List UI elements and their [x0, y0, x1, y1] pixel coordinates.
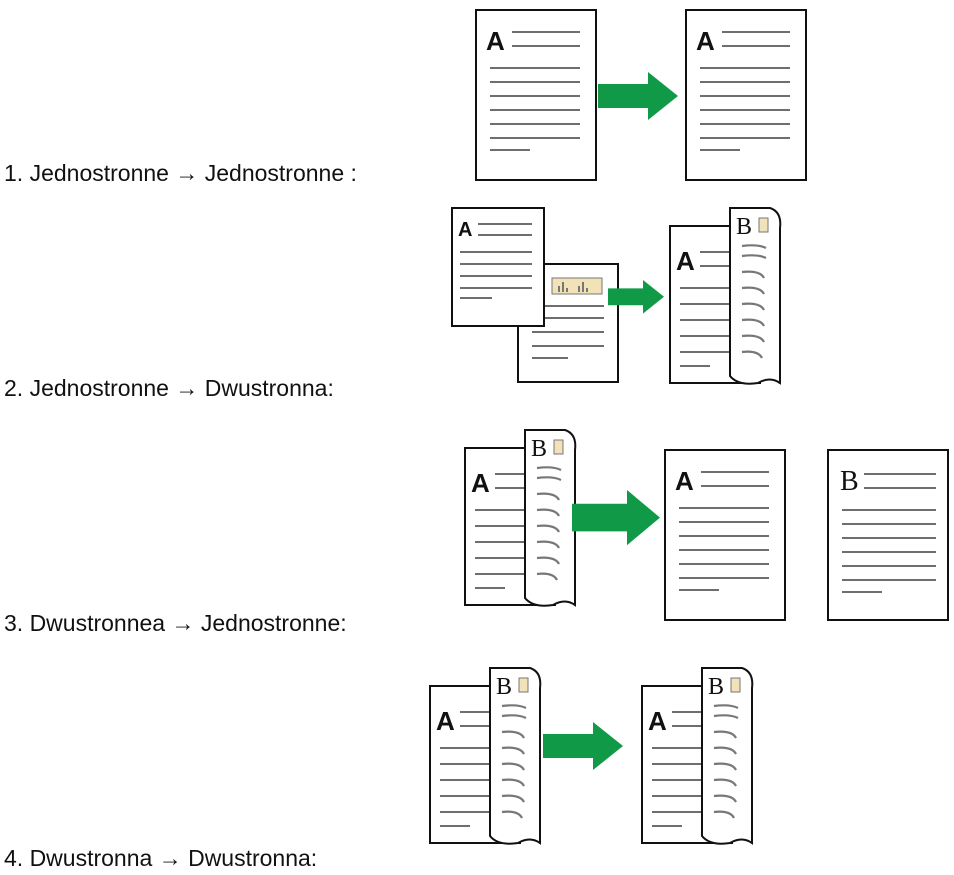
double-sided-page-icon	[463, 428, 577, 607]
arrow-right-icon	[572, 490, 660, 546]
single-sided-page-icon	[664, 449, 786, 621]
step-1-label: 1. Jednostronne → Jednostronne :	[4, 160, 357, 186]
two-pages-icon	[451, 207, 619, 383]
step-3-label: 3. Dwustronnea → Jednostronne:	[4, 610, 347, 636]
step-2-label: 2. Jednostronne → Dwustronna:	[4, 375, 334, 401]
double-sided-page-icon	[640, 666, 754, 845]
arrow-right-icon	[543, 722, 623, 770]
double-sided-page-icon	[428, 666, 542, 845]
single-sided-page-icon	[685, 9, 807, 181]
single-sided-page-icon	[827, 449, 949, 621]
double-sided-page-icon	[668, 206, 782, 385]
single-sided-page-icon	[475, 9, 597, 181]
arrow-right-icon	[598, 72, 678, 120]
step-4-label: 4. Dwustronna → Dwustronna:	[4, 845, 318, 871]
